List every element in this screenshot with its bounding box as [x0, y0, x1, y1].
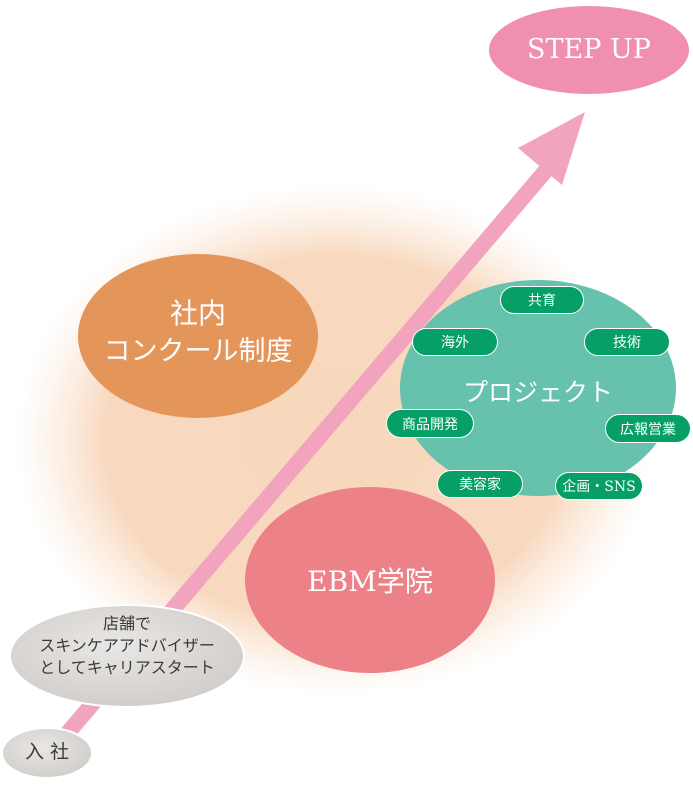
academy-circle	[245, 487, 495, 673]
project-tag-shouhin-kaihatsu: 商品開発	[386, 409, 474, 438]
project-tag-kikaku-sns: 企画・SNS	[555, 472, 643, 500]
store-label-line2: スキンケアアドバイザー	[39, 636, 215, 655]
contest-circle	[78, 254, 318, 418]
project-tag-kyoiku: 共育	[500, 286, 584, 314]
step-up-label: STEP UP	[527, 34, 651, 65]
contest-label-line1: 社内	[169, 297, 226, 330]
store-label-line1: 店舗で	[102, 614, 151, 633]
project-title: プロジェクト	[462, 378, 613, 407]
contest-label-line2: コンクール制度	[103, 336, 293, 367]
project-tag-kaigai: 海外	[412, 328, 498, 356]
store-label-line3: としてキャリアスタート	[39, 658, 215, 677]
project-tag-gijutsu: 技術	[584, 328, 670, 356]
project-tag-kouhou-eigyou: 広報営業	[605, 414, 691, 443]
step-up-oval	[489, 6, 689, 94]
project-tag-biyouka: 美容家	[437, 470, 523, 498]
start-oval	[1, 727, 93, 779]
store-oval	[9, 604, 245, 708]
academy-label: EBM学院	[307, 565, 433, 598]
start-label: 入 社	[24, 741, 70, 763]
